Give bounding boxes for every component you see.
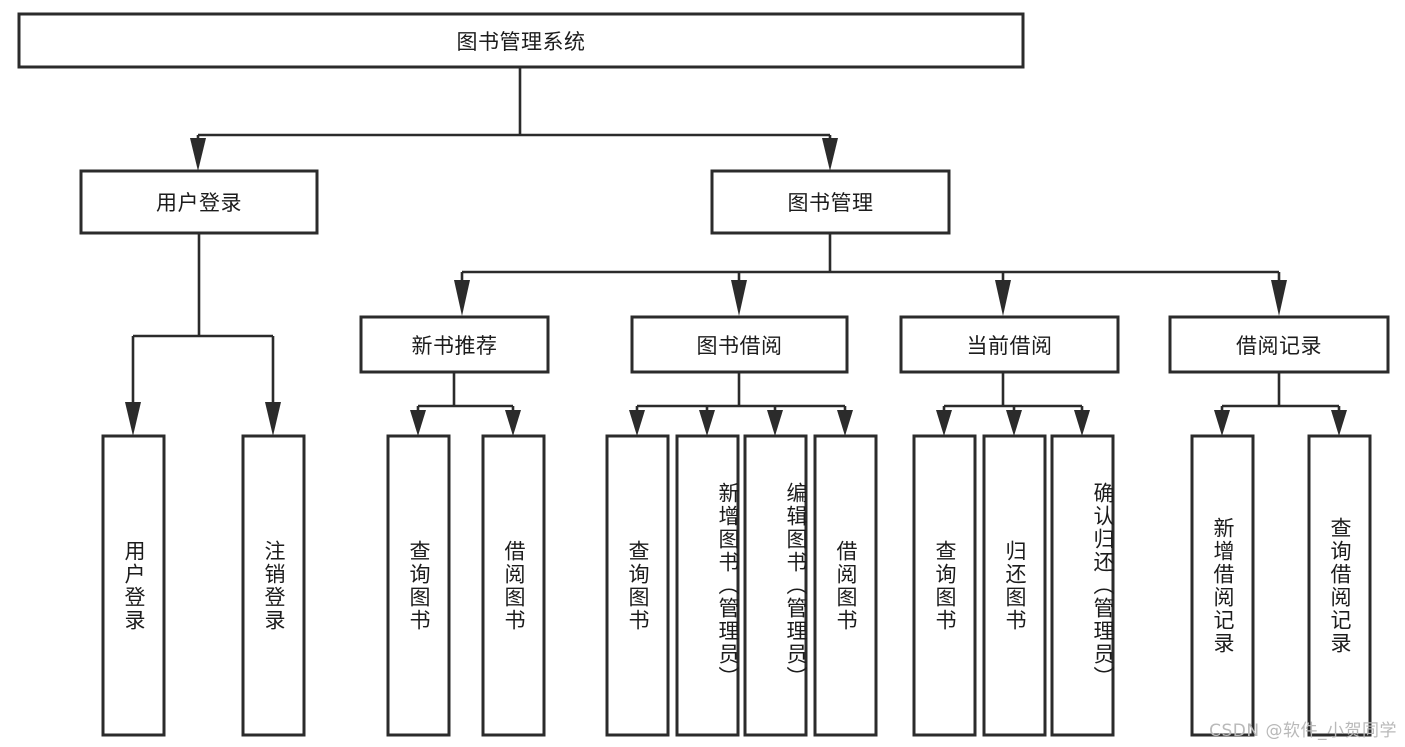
node-current-borrow[interactable] <box>899 315 1120 374</box>
arrowhead-to-leaf-br-2 <box>1331 410 1347 436</box>
node-root-book-management-system[interactable] <box>17 12 1025 69</box>
arrowhead-to-leaf-nbr-1 <box>410 410 426 436</box>
leaf-box-nbr-borrow-book[interactable] <box>481 434 546 737</box>
leaf-box-user-login[interactable] <box>101 434 166 737</box>
leaf-box-cb-query-book[interactable] <box>912 434 977 737</box>
arrowhead-to-leaf-bb-2 <box>699 410 715 436</box>
node-new-book-recommend[interactable] <box>359 315 550 374</box>
leaf-box-bb-edit-book[interactable] <box>743 434 808 737</box>
node-user-login[interactable] <box>79 169 319 235</box>
leaf-box-cb-return-book[interactable] <box>982 434 1047 737</box>
arrowhead-to-leaf-bb-4 <box>837 410 853 436</box>
leaf-box-nbr-query-book[interactable] <box>386 434 451 737</box>
node-book-management[interactable] <box>710 169 951 235</box>
leaf-box-bb-query-book[interactable] <box>605 434 670 737</box>
leaf-box-cb-confirm-return[interactable] <box>1050 434 1115 737</box>
arrowhead-to-borrow-record <box>1271 280 1287 316</box>
arrowhead-to-leaf-cb-2 <box>1006 410 1022 436</box>
node-borrow-record[interactable] <box>1168 315 1390 374</box>
arrowhead-to-leaf-user-login <box>125 402 141 436</box>
arrowhead-to-leaf-br-1 <box>1214 410 1230 436</box>
arrowhead-to-leaf-logout <box>265 402 281 436</box>
arrowhead-to-leaf-bb-1 <box>629 410 645 436</box>
leaf-box-br-add-record[interactable] <box>1190 434 1255 737</box>
arrowhead-to-leaf-cb-1 <box>936 410 952 436</box>
arrowhead-to-leaf-nbr-2 <box>505 410 521 436</box>
arrowhead-to-book-borrow <box>731 280 747 316</box>
node-book-borrow[interactable] <box>630 315 849 374</box>
arrowhead-to-book-management <box>822 138 838 171</box>
arrowhead-to-current-borrow <box>995 280 1011 316</box>
leaf-box-logout[interactable] <box>241 434 306 737</box>
arrowhead-to-new-book-recommend <box>454 280 470 316</box>
arrowhead-to-leaf-bb-3 <box>767 410 783 436</box>
arrowhead-to-leaf-cb-3 <box>1074 410 1090 436</box>
leaf-box-br-query-record[interactable] <box>1307 434 1372 737</box>
leaf-box-bb-borrow-book[interactable] <box>813 434 878 737</box>
leaf-box-bb-add-book[interactable] <box>675 434 740 737</box>
arrowhead-to-user-login <box>190 138 206 171</box>
